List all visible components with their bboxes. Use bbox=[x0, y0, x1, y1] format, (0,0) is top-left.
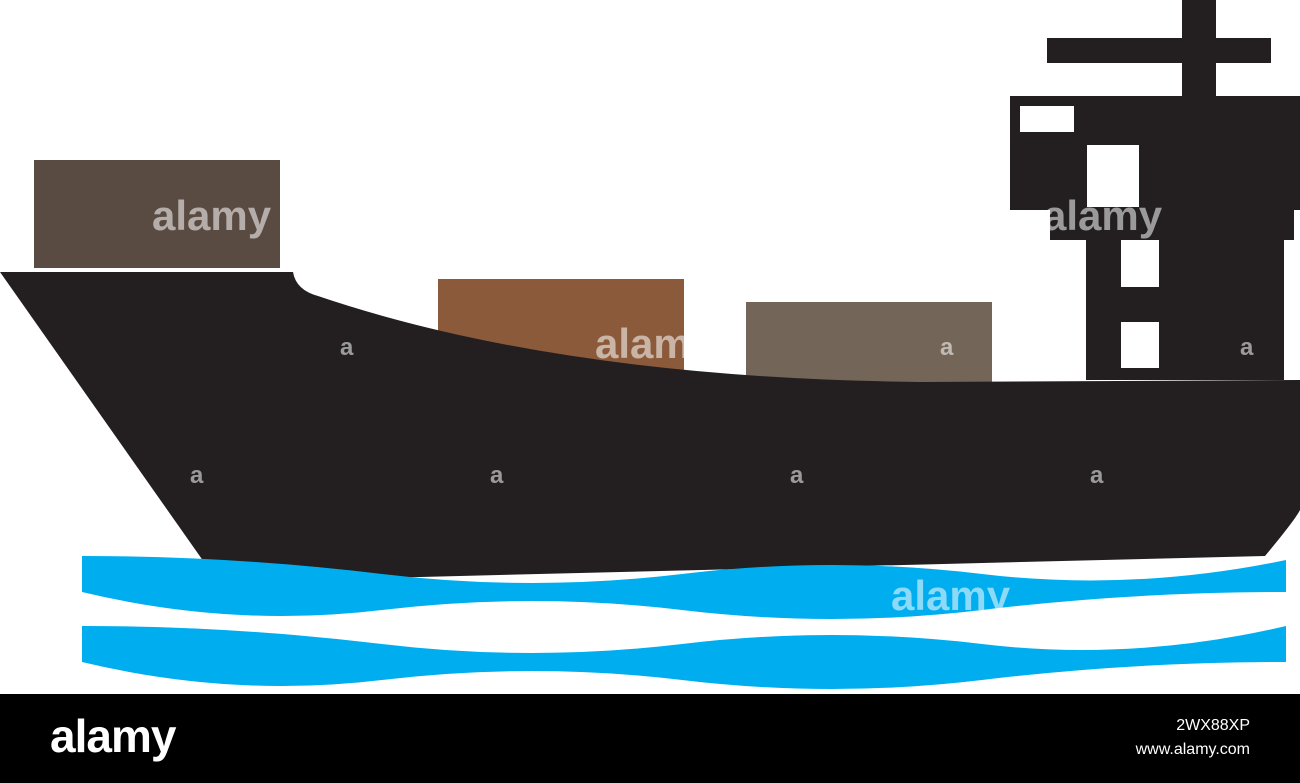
watermark-text: alamy bbox=[152, 192, 272, 239]
image-id: 2WX88XP bbox=[1176, 717, 1250, 734]
cargo-ship-illustration: alamy alam alamy alamy a a a a a a a bbox=[0, 0, 1300, 689]
bridge-superstructure bbox=[1010, 96, 1300, 380]
watermark-letter: a bbox=[790, 462, 804, 489]
window bbox=[1020, 106, 1074, 132]
bridge-windows bbox=[1020, 106, 1159, 368]
window bbox=[1087, 145, 1139, 207]
watermark-text: alam bbox=[595, 320, 691, 367]
mast bbox=[1047, 0, 1271, 100]
watermark-letter: a bbox=[190, 462, 204, 489]
watermark-letter: a bbox=[1240, 334, 1254, 361]
alamy-logo: alamy bbox=[50, 710, 176, 762]
watermark-letter: a bbox=[940, 334, 954, 361]
window bbox=[1121, 240, 1159, 287]
ship-hull bbox=[0, 272, 1300, 582]
footer-meta: 2WX88XP www.alamy.com bbox=[1136, 714, 1250, 762]
site-url: www.alamy.com bbox=[1135, 741, 1250, 758]
watermark-text: alamy bbox=[1043, 192, 1163, 239]
water-waves bbox=[82, 556, 1286, 689]
watermark-letter: a bbox=[490, 462, 504, 489]
watermark-text: alamy bbox=[891, 572, 1011, 619]
watermark-letter: a bbox=[340, 334, 354, 361]
wave-top bbox=[82, 556, 1286, 619]
watermark-overlay: alamy alam alamy alamy a a a a a a a bbox=[152, 192, 1254, 619]
watermark-letter: a bbox=[1090, 462, 1104, 489]
wave-bottom bbox=[82, 626, 1286, 689]
footer-bar: alamy 2WX88XP www.alamy.com bbox=[0, 694, 1300, 783]
window bbox=[1121, 322, 1159, 368]
container-front bbox=[34, 160, 280, 268]
